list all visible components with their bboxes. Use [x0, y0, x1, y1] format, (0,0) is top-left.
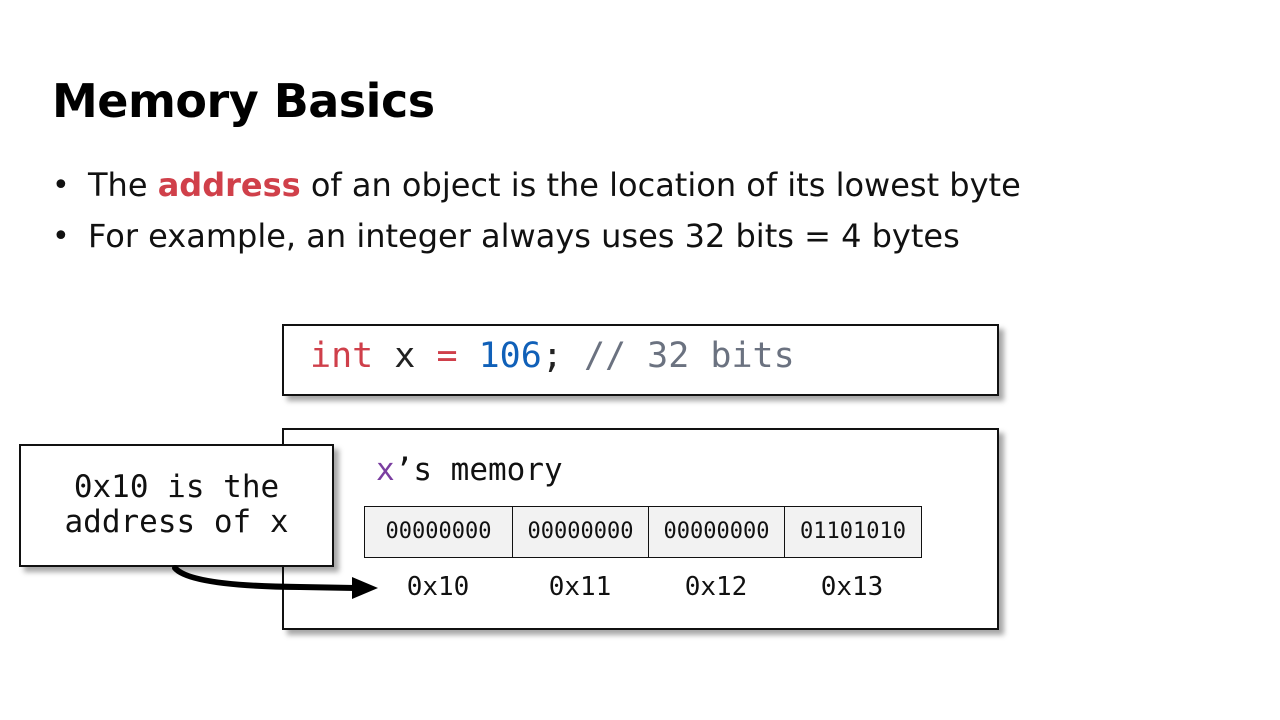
bullet-text: For example, an integer always uses 32 b… — [88, 217, 960, 255]
code-semicolon: ; — [541, 336, 563, 376]
code-number: 106 — [457, 336, 542, 376]
bullet-text-end: of an object is the location of its lowe… — [300, 166, 1021, 204]
bullet-icon: • — [52, 219, 70, 254]
bullet-item: • The address of an object is the locati… — [52, 160, 1021, 211]
code-comment: // 32 bits — [562, 336, 795, 376]
memory-address: 0x10 — [406, 572, 470, 602]
memory-cell: 00000000 — [649, 507, 785, 557]
memory-var-name: x — [376, 452, 395, 488]
code-keyword: int — [310, 336, 374, 376]
memory-address: 0x11 — [548, 572, 612, 602]
memory-label-suffix: ’s memory — [394, 452, 563, 488]
highlighted-term: address — [157, 166, 301, 204]
bullet-text-start: The — [88, 166, 158, 204]
bullet-list: • The address of an object is the locati… — [52, 160, 1021, 262]
memory-box: x’s memory 00000000 00000000 00000000 01… — [282, 428, 999, 630]
code-box: int x = 106; // 32 bits — [282, 324, 999, 396]
memory-address: 0x13 — [820, 572, 884, 602]
code-line: int x = 106; // 32 bits — [310, 336, 795, 376]
memory-cell: 00000000 — [365, 507, 513, 557]
bullet-item: • For example, an integer always uses 32… — [52, 211, 1021, 262]
code-operator: = — [436, 336, 458, 376]
callout-text: 0x10 is the address of x — [64, 469, 289, 540]
code-variable: x — [373, 336, 437, 376]
memory-address: 0x12 — [684, 572, 748, 602]
memory-cell: 00000000 — [513, 507, 649, 557]
memory-label: x’s memory — [376, 452, 563, 488]
memory-cell: 01101010 — [785, 507, 921, 557]
callout-box: 0x10 is the address of x — [19, 444, 334, 567]
memory-cells: 00000000 00000000 00000000 01101010 — [364, 506, 922, 558]
slide-title: Memory Basics — [52, 74, 435, 128]
bullet-icon: • — [52, 168, 70, 203]
